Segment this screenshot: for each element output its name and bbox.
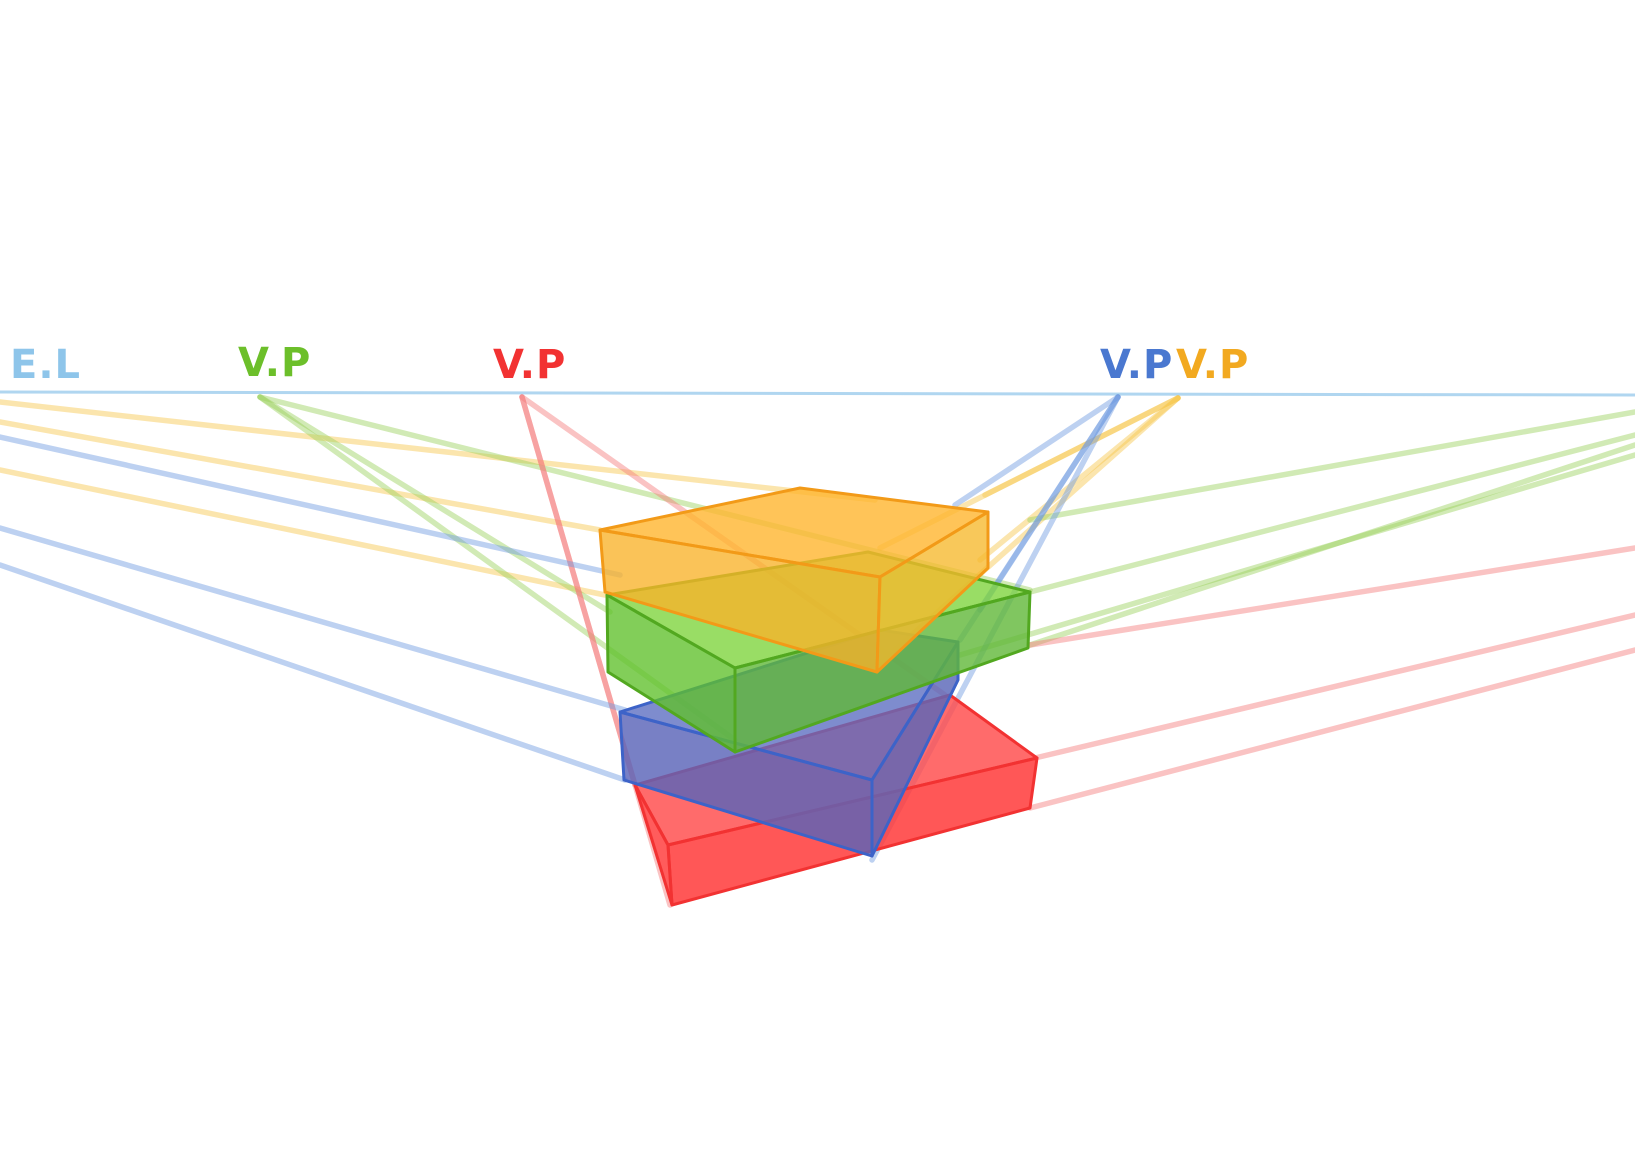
horizon-line: [0, 390, 1635, 397]
red-box-side: [633, 783, 674, 907]
orange-box: [598, 486, 990, 674]
vp-label-green: V.P: [238, 340, 311, 386]
blue-box-side: [870, 640, 960, 858]
vp-label-blue: V.P: [1100, 342, 1173, 388]
vp-label-orange: V.P: [1176, 342, 1249, 388]
vp-label-red: V.P: [493, 342, 566, 388]
orange-box-right: [875, 510, 990, 674]
eye-level-label: E.L: [10, 342, 81, 388]
orange-guides: [0, 395, 1181, 668]
